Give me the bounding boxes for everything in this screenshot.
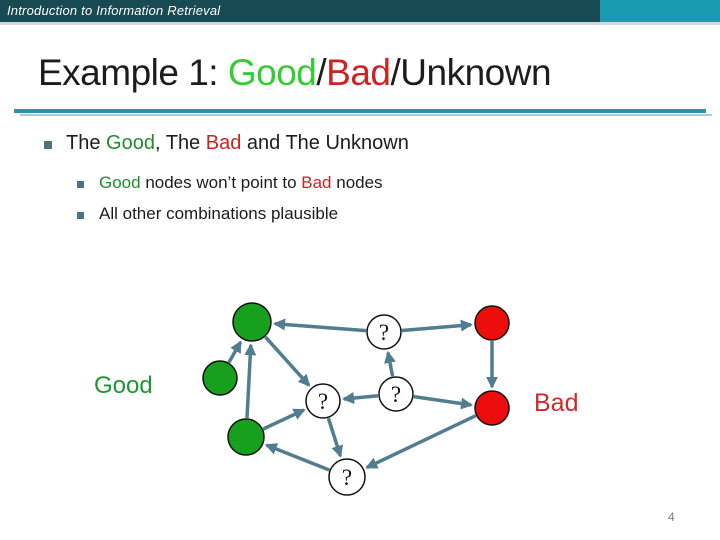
- text-segment: /: [316, 52, 327, 93]
- bullet-text: All other combinations plausible: [99, 204, 338, 224]
- edge-u2-u4: [326, 417, 344, 458]
- header-underline: [0, 22, 720, 25]
- bullet-item-3: All other combinations plausible: [77, 204, 338, 224]
- slide-title: Example 1: Good/Bad/Unknown: [38, 52, 552, 94]
- edge-r2-u4: [365, 414, 477, 470]
- unknown-symbol: ?: [318, 389, 328, 414]
- edge-u1-g1: [273, 318, 367, 333]
- text-segment: /Unknown: [390, 52, 552, 93]
- edge-u3-u2: [342, 392, 379, 404]
- node-good-g3: [227, 418, 265, 456]
- text-segment: , The: [154, 132, 206, 154]
- page-number: 4: [668, 510, 675, 524]
- edge-g1-u2: [264, 335, 311, 387]
- edge-g3-u2: [262, 408, 306, 431]
- node-good-g1: [232, 302, 272, 342]
- title-rule-shadow: [20, 114, 712, 116]
- bullet-item-1: The Good, The Bad and The Unknown: [44, 132, 409, 155]
- header-course-title: Introduction to Information Retrieval: [7, 3, 221, 18]
- graph-edges: [227, 318, 498, 472]
- graph-nodes: ????: [202, 302, 510, 496]
- node-unknown-u4: [328, 458, 366, 496]
- text-segment: and The Unknown: [241, 132, 409, 154]
- node-good-g2: [202, 360, 238, 396]
- text-segment: The: [66, 132, 107, 154]
- header-bar: Introduction to Information Retrieval: [0, 0, 720, 22]
- bullet-item-2: Good nodes won’t point to Bad nodes: [77, 173, 383, 193]
- text-segment: Example 1:: [38, 52, 228, 93]
- edge-g2-g1: [227, 340, 243, 364]
- edge-g3-g1: [244, 343, 257, 419]
- edge-u4-g3: [264, 443, 330, 472]
- bullet-marker: [44, 141, 52, 149]
- edge-u3-u1: [384, 350, 396, 377]
- label-good: Good: [94, 372, 153, 399]
- text-segment: Good: [99, 173, 141, 192]
- text-segment: Good: [227, 52, 317, 93]
- title-rule: [14, 109, 706, 113]
- text-segment: Bad: [301, 173, 332, 192]
- node-bad-r1: [474, 305, 510, 341]
- bullet-text: The Good, The Bad and The Unknown: [66, 132, 409, 155]
- text-segment: nodes: [331, 173, 383, 192]
- node-unknown-u1: [366, 314, 402, 350]
- unknown-symbol: ?: [391, 382, 401, 407]
- text-segment: Bad: [205, 132, 242, 154]
- node-unknown-u2: [305, 383, 341, 419]
- node-bad-r2: [474, 390, 510, 426]
- bullet-marker: [77, 181, 84, 188]
- text-segment: Bad: [326, 52, 391, 93]
- bullet-marker: [77, 212, 84, 219]
- edge-u3-r2: [413, 394, 473, 410]
- text-segment: nodes won’t point to: [140, 173, 302, 192]
- edge-u1-r1: [401, 319, 473, 333]
- node-unknown-u3: [378, 376, 414, 412]
- header-accent-block: [600, 0, 720, 22]
- text-segment: All other combinations plausible: [99, 204, 339, 223]
- text-segment: Good: [106, 132, 155, 154]
- unknown-symbol: ?: [342, 465, 352, 490]
- label-bad: Bad: [534, 389, 579, 417]
- unknown-symbol: ?: [379, 320, 389, 345]
- bullet-text: Good nodes won’t point to Bad nodes: [99, 173, 383, 193]
